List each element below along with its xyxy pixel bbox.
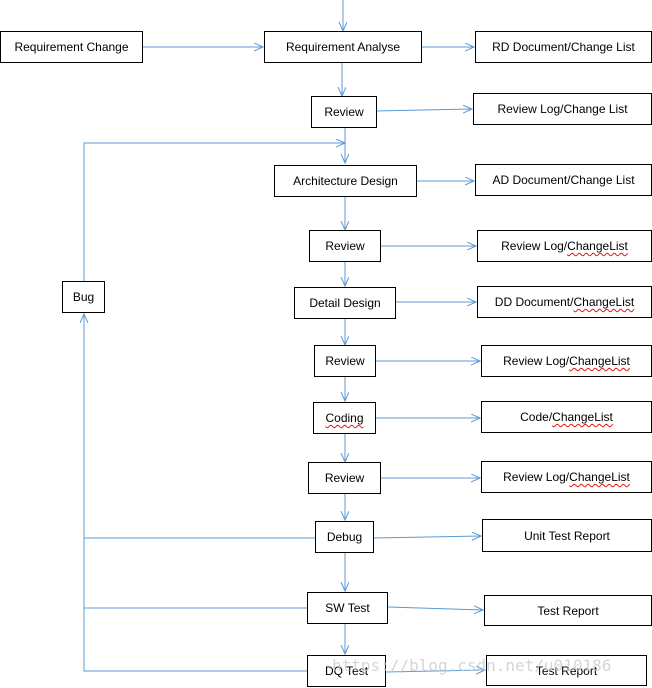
node-review-3: Review bbox=[314, 345, 376, 377]
node-label-part: ChangeList bbox=[569, 470, 630, 484]
edge-dq-test-to-bug bbox=[84, 314, 307, 672]
node-test-report-2: Test Report bbox=[486, 655, 647, 686]
edge-dq-test-to-test-report-2 bbox=[385, 670, 485, 672]
node-label-part: Review Log/ bbox=[503, 354, 570, 368]
node-label: DQ Test bbox=[324, 664, 369, 678]
node-dd-document: DD Document/ChangeList bbox=[477, 286, 652, 318]
node-review-log-3: Review Log/ChangeList bbox=[481, 345, 652, 377]
node-review-log-4: Review Log/ChangeList bbox=[481, 461, 652, 493]
node-label: Unit Test Report bbox=[524, 528, 610, 543]
node-label: Requirement Change bbox=[14, 40, 129, 54]
node-label: Coding bbox=[325, 411, 364, 425]
node-review-1: Review bbox=[311, 96, 377, 128]
node-requirement-analyse: Requirement Analyse bbox=[264, 31, 422, 63]
node-label: Architecture Design bbox=[293, 174, 398, 188]
node-label-part: Code/ bbox=[520, 410, 553, 424]
node-review-2: Review bbox=[309, 230, 381, 262]
node-bug: Bug bbox=[62, 281, 105, 313]
node-review-log-1: Review Log/Change List bbox=[473, 93, 652, 125]
node-label: Review bbox=[324, 105, 364, 119]
node-rd-document: RD Document/Change List bbox=[475, 31, 652, 63]
node-label-part: ChangeList bbox=[567, 239, 628, 253]
edge-debug-to-unit-test-report bbox=[373, 536, 481, 538]
node-code-changelist: Code/ChangeList bbox=[481, 401, 652, 433]
edge-review-1-to-review-log-1 bbox=[376, 109, 472, 111]
node-label-part: ChangeList bbox=[552, 410, 613, 424]
node-label: SW Test bbox=[325, 601, 370, 615]
node-label: Detail Design bbox=[309, 296, 381, 310]
node-review-4: Review bbox=[308, 462, 381, 494]
node-label-part: DD Document/ bbox=[494, 295, 574, 309]
node-label: Review bbox=[324, 471, 365, 485]
node-review-log-2: Review Log/ChangeList bbox=[477, 230, 652, 262]
node-sw-test: SW Test bbox=[307, 592, 388, 624]
node-label-part: Review Log/ bbox=[503, 470, 570, 484]
node-coding: Coding bbox=[313, 402, 376, 434]
edge-sw-test-to-test-report-1 bbox=[387, 607, 483, 610]
node-label: Review Log/Change List bbox=[497, 102, 628, 116]
node-label: Requirement Analyse bbox=[285, 40, 401, 54]
node-label: Review bbox=[325, 239, 365, 253]
node-test-report-1: Test Report bbox=[484, 595, 652, 626]
node-detail-design: Detail Design bbox=[294, 287, 396, 319]
node-architecture-design: Architecture Design bbox=[274, 165, 417, 197]
node-label-part: Review Log/ bbox=[501, 239, 568, 253]
node-debug: Debug bbox=[315, 521, 374, 553]
node-label-part: ChangeList bbox=[569, 354, 630, 368]
node-unit-test-report: Unit Test Report bbox=[482, 519, 652, 552]
node-label-part: ChangeList bbox=[573, 295, 635, 309]
node-label: RD Document/Change List bbox=[492, 40, 635, 54]
node-label: Bug bbox=[72, 290, 95, 304]
node-requirement-change: Requirement Change bbox=[0, 31, 143, 63]
node-label: Review bbox=[325, 354, 365, 368]
node-dq-test: DQ Test bbox=[307, 655, 386, 687]
node-label: AD Document/Change List bbox=[492, 173, 635, 187]
node-label: Debug bbox=[326, 530, 363, 544]
edge-bug-to-arch-design bbox=[83, 143, 345, 281]
node-ad-document: AD Document/Change List bbox=[475, 164, 652, 196]
node-label: Test Report bbox=[535, 663, 598, 678]
node-label: Test Report bbox=[537, 603, 599, 618]
